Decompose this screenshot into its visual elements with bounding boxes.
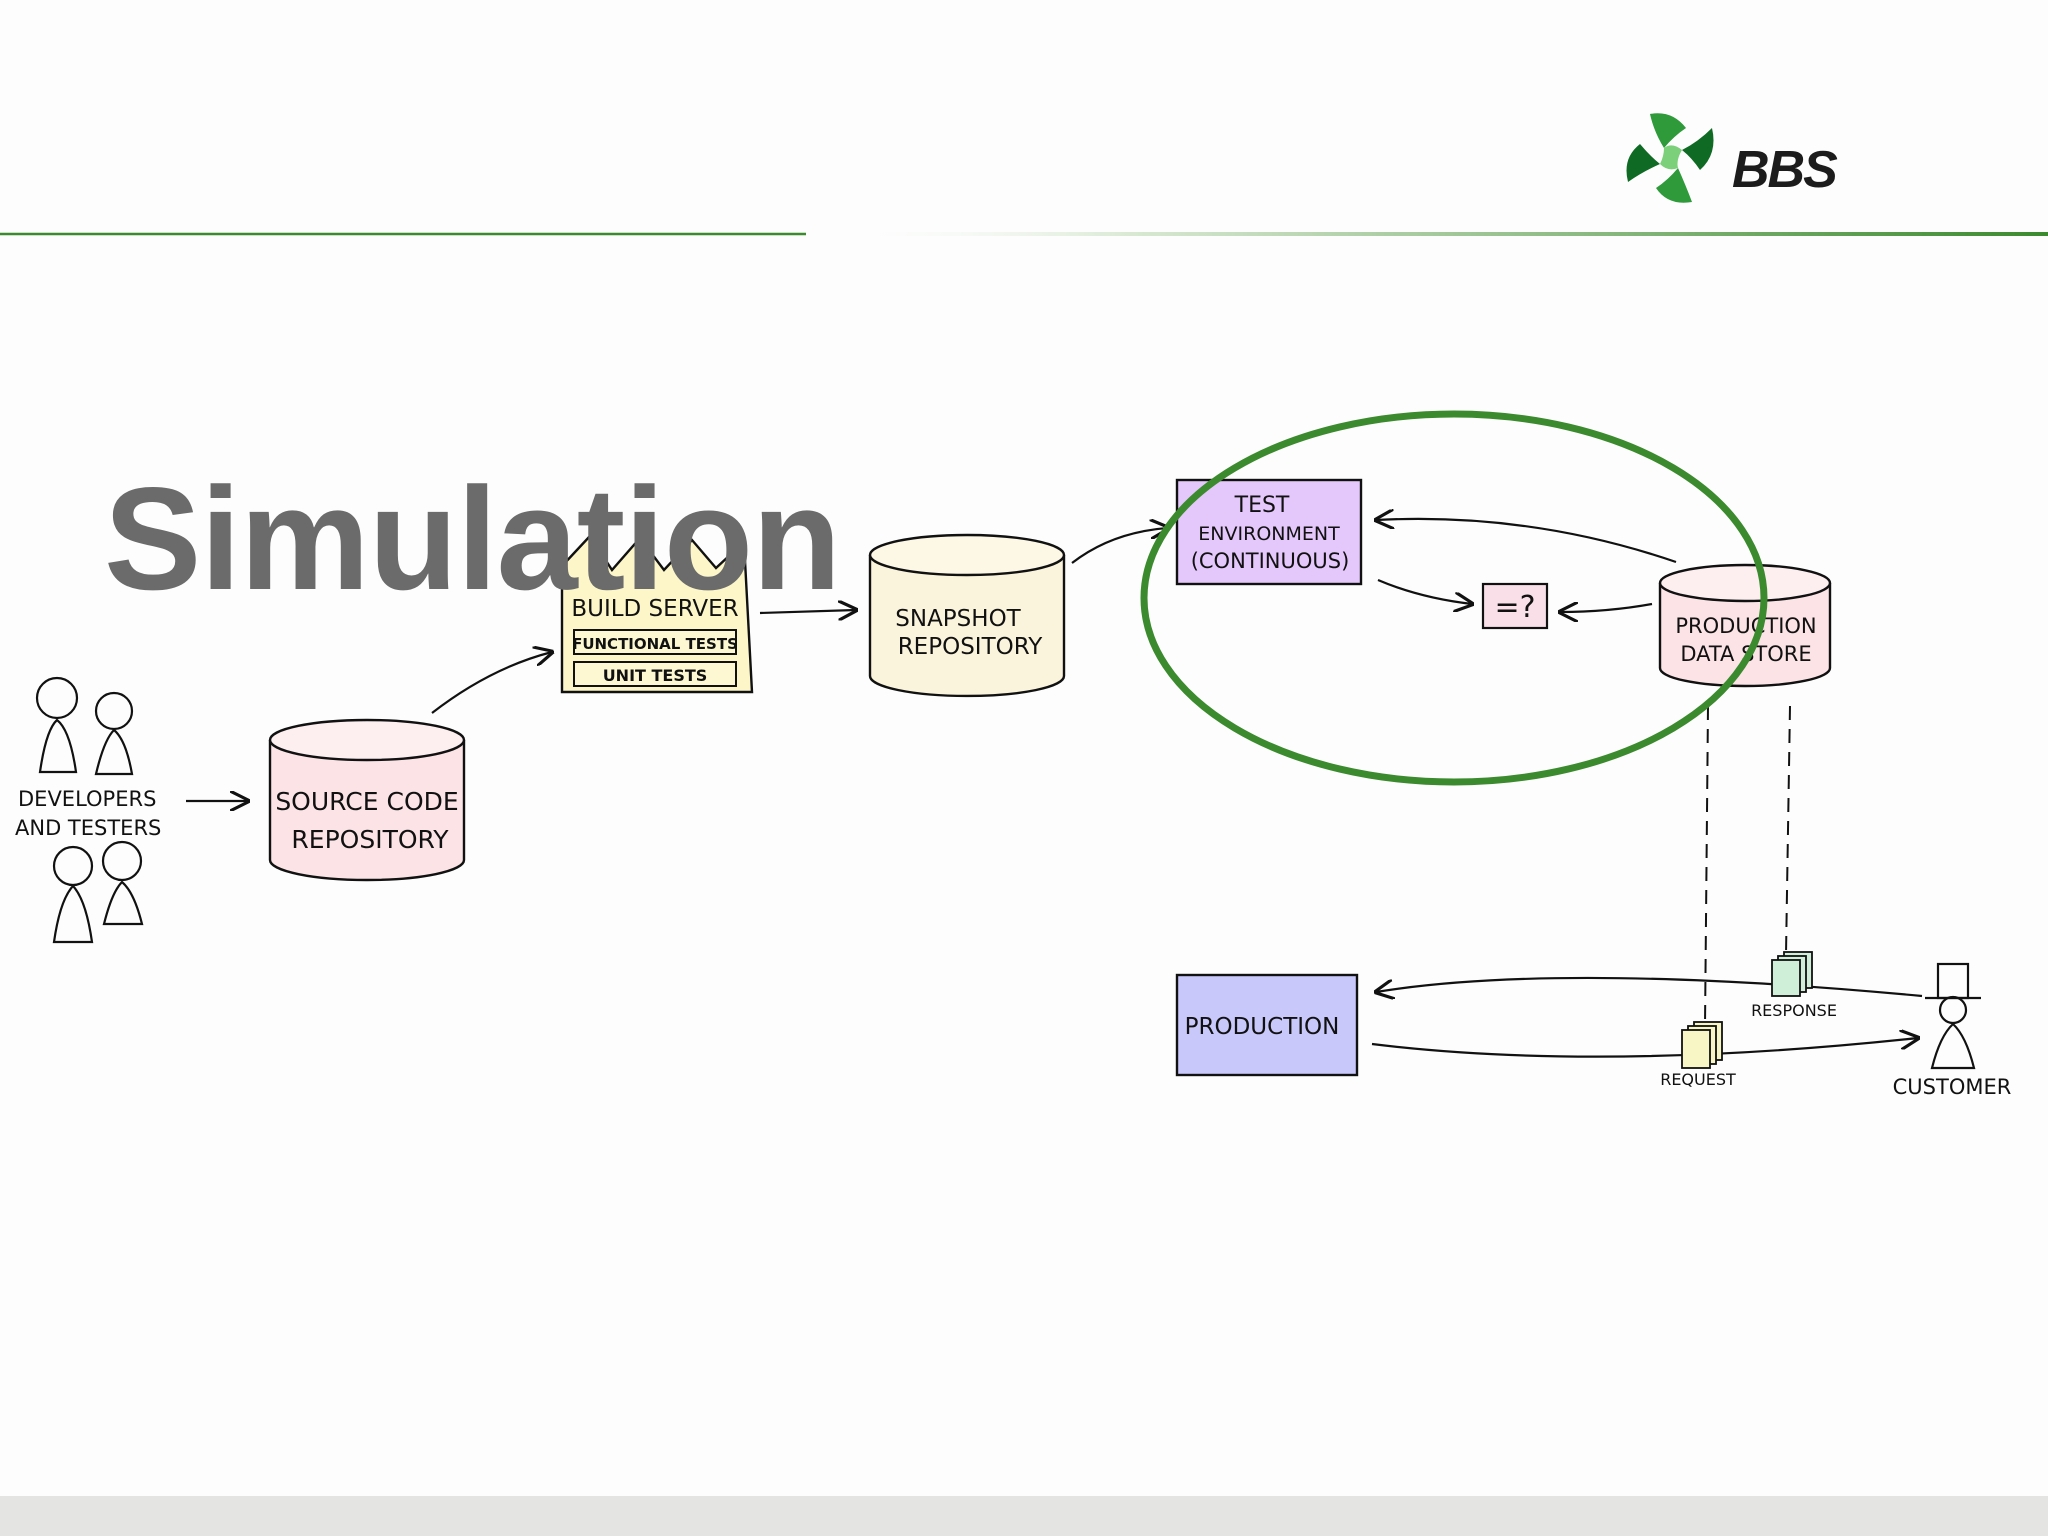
snapshot-repository[interactable]: SNAPSHOT REPOSITORY xyxy=(868,533,1066,698)
arrow-source-to-build xyxy=(431,652,552,714)
build-server-label: BUILD SERVER xyxy=(571,596,738,622)
bbs-logo: BBS xyxy=(1620,106,1880,216)
arrow-build-to-snapshot xyxy=(759,610,856,613)
functional-tests-label: FUNCTIONAL TESTS xyxy=(572,635,738,653)
prod-store-label-line1: PRODUCTION xyxy=(1675,614,1816,638)
dashed-line-request-capture xyxy=(1704,705,1709,1027)
bbs-logo-text: BBS xyxy=(1732,141,1838,199)
arrow-customer-to-production xyxy=(1376,976,1923,996)
developers-label-line2: AND TESTERS xyxy=(15,816,161,840)
developers-label-line1: DEVELOPERS xyxy=(18,787,156,811)
slide-title: Simulation xyxy=(104,457,841,620)
response-document-icon xyxy=(1771,951,1813,997)
highlight-ellipse xyxy=(1140,410,1768,786)
production[interactable]: PRODUCTION xyxy=(1175,973,1359,1077)
unit-tests-box xyxy=(573,661,737,687)
snapshot-label-line1: SNAPSHOT xyxy=(895,606,1021,632)
bbs-logo-mark xyxy=(1626,113,1714,203)
source-code-repository[interactable]: SOURCE CODE REPOSITORY xyxy=(268,718,466,882)
test-env-label-line1: TEST xyxy=(1234,493,1290,518)
response-label: RESPONSE xyxy=(1751,1001,1837,1020)
arrow-store-to-test-env xyxy=(1376,519,1677,564)
customer-label: CUSTOMER xyxy=(1893,1075,2012,1099)
dashed-line-response-capture xyxy=(1785,705,1791,955)
functional-tests-box xyxy=(573,629,737,655)
arrow-production-to-customer xyxy=(1371,1038,1918,1058)
source-repo-label-line1: SOURCE CODE xyxy=(275,787,458,816)
compare-box: =? xyxy=(1481,582,1549,630)
request-document-icon xyxy=(1681,1021,1723,1069)
snapshot-label-line2: REPOSITORY xyxy=(898,634,1044,660)
test-environment[interactable]: TEST ENVIRONMENT (CONTINUOUS) xyxy=(1175,478,1363,586)
request-label: REQUEST xyxy=(1660,1070,1736,1089)
test-env-label-line3: (CONTINUOUS) xyxy=(1191,549,1350,573)
arrow-test-env-to-compare xyxy=(1377,578,1472,604)
arrow-store-to-compare xyxy=(1560,604,1653,612)
test-env-label-line2: ENVIRONMENT xyxy=(1198,523,1340,545)
header-rule-fade xyxy=(830,232,2048,236)
developers-testers-figures xyxy=(35,676,144,944)
arrow-snapshot-to-test-env xyxy=(1071,528,1168,564)
build-server[interactable]: BUILD SERVER FUNCTIONAL TESTS UNIT TESTS xyxy=(560,534,754,694)
compare-label: =? xyxy=(1494,590,1535,625)
footer-bar xyxy=(0,1496,2048,1536)
source-repo-label-line2: REPOSITORY xyxy=(291,825,449,854)
customer-figure xyxy=(1925,962,1981,1070)
production-data-store[interactable]: PRODUCTION DATA STORE xyxy=(1658,563,1832,688)
production-label: PRODUCTION xyxy=(1185,1014,1340,1040)
unit-tests-label: UNIT TESTS xyxy=(603,666,708,685)
